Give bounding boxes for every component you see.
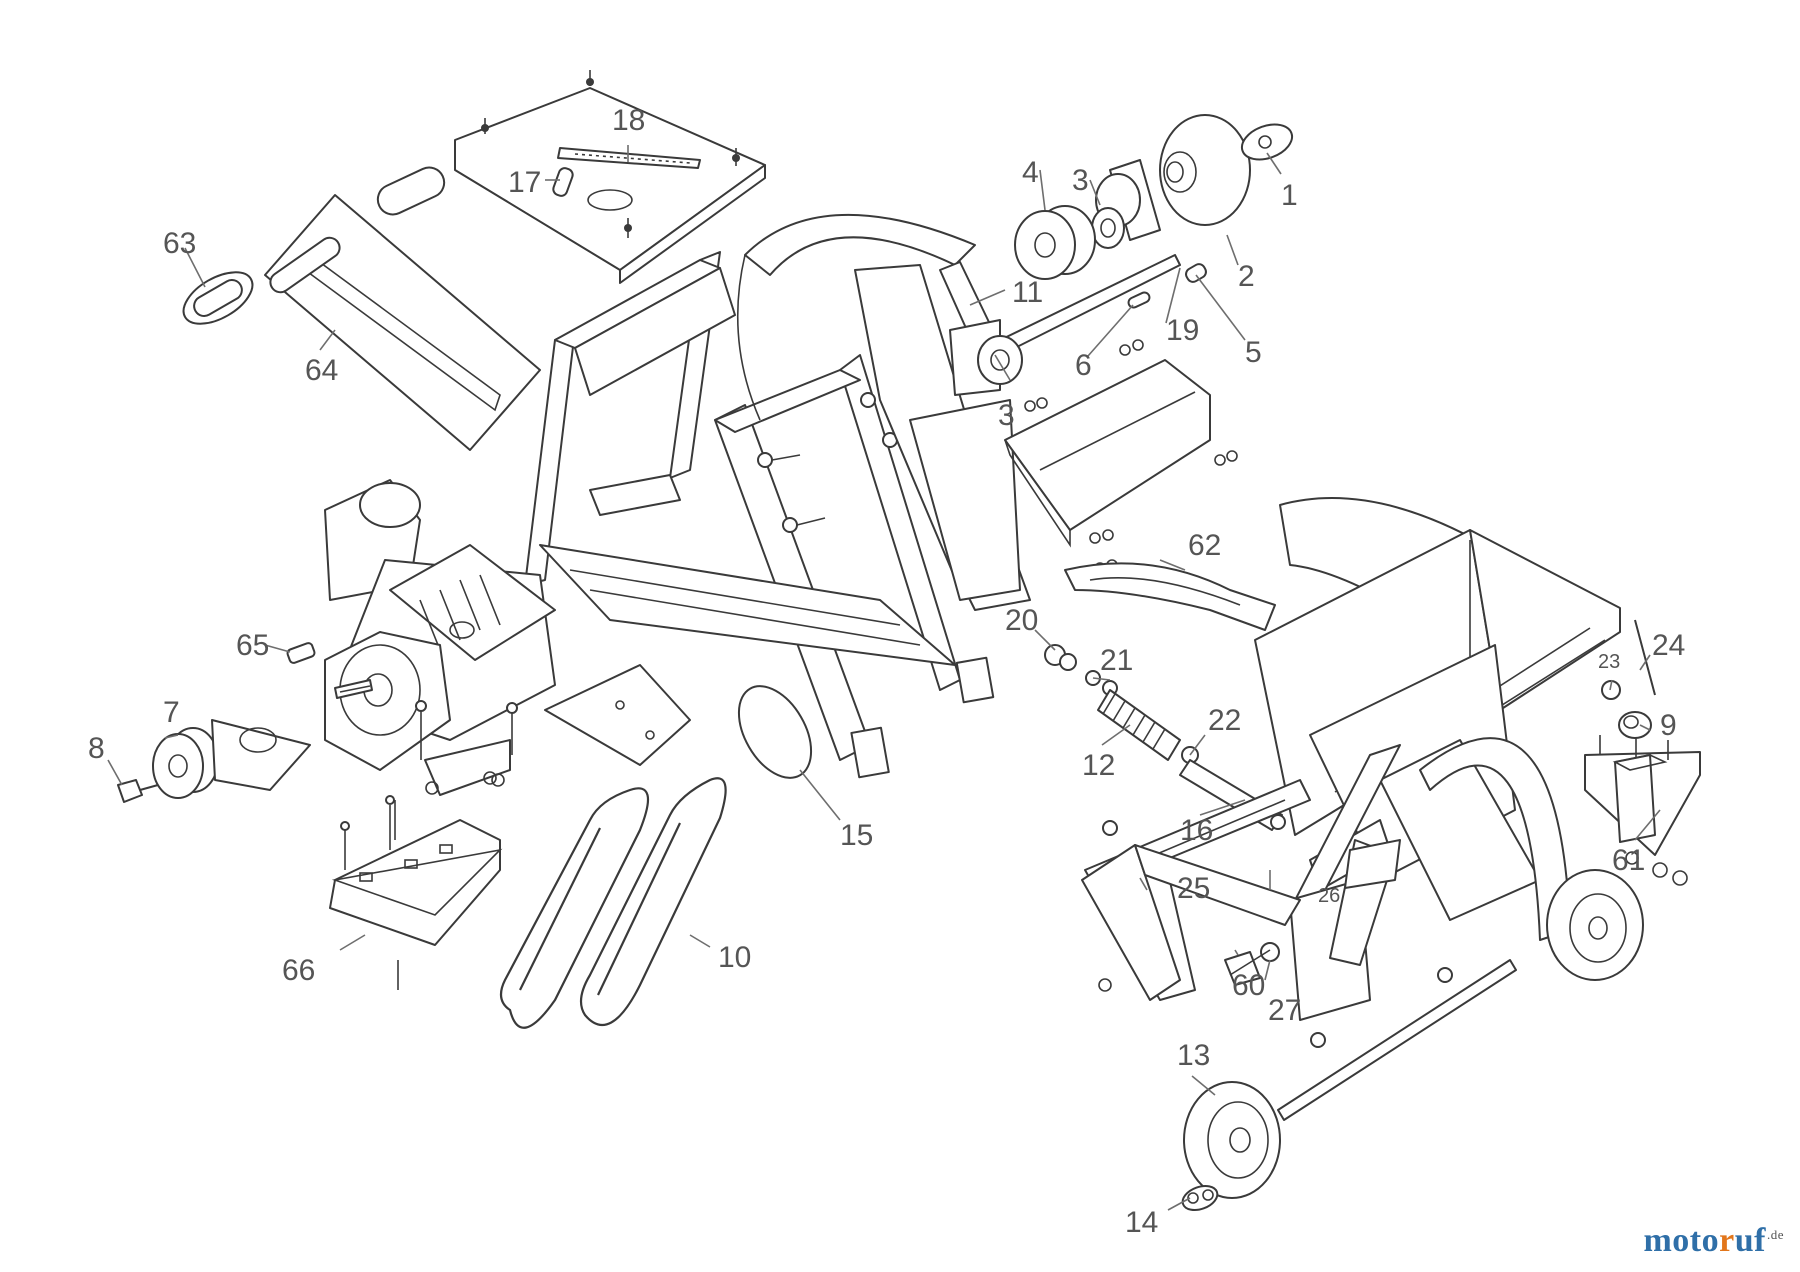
leader-lines — [107, 145, 1661, 1211]
watermark-suffix: .de — [1766, 1226, 1784, 1242]
callout-10: 10 — [718, 941, 751, 974]
frame-bolts — [757, 392, 926, 533]
callout-5: 5 — [1245, 336, 1262, 369]
spring-bracket — [1064, 562, 1276, 631]
callout-15: 15 — [840, 819, 873, 852]
upper-blade-guard — [736, 213, 976, 421]
callout-20: 20 — [1005, 604, 1038, 637]
motor-key — [286, 642, 316, 664]
callout-66: 66 — [282, 954, 315, 987]
callout-60: 60 — [1232, 969, 1265, 1002]
guard-bracket — [737, 685, 813, 779]
bearing — [1091, 207, 1125, 249]
callout-22: 22 — [1208, 704, 1241, 737]
watermark-part-3: uf — [1734, 1222, 1766, 1259]
tension-spring — [1097, 689, 1181, 761]
watermark-part-1: moto — [1643, 1222, 1720, 1259]
blade-flange — [1159, 114, 1251, 226]
table-screws — [481, 70, 740, 238]
support-box — [1584, 751, 1701, 886]
table-stop-rod — [1634, 619, 1656, 696]
callout-3-lower: 3 — [998, 399, 1015, 432]
callout-18: 18 — [612, 104, 645, 137]
callout-4: 4 — [1022, 156, 1039, 189]
callout-7: 7 — [163, 696, 180, 729]
shaft-washer — [1185, 263, 1207, 283]
callout-9: 9 — [1660, 709, 1677, 742]
wheel-rear — [1546, 869, 1644, 981]
axle — [1277, 959, 1517, 1121]
callout-27: 27 — [1268, 994, 1301, 1027]
pulley-disc-plate — [211, 719, 311, 791]
callout-1: 1 — [1281, 179, 1298, 212]
callout-3-upper: 3 — [1072, 164, 1089, 197]
watermark-logo: motoruf.de — [1643, 1222, 1784, 1260]
callout-19: 19 — [1166, 314, 1199, 347]
motor-mount-plate — [329, 819, 503, 946]
bracket-bolt — [1329, 839, 1401, 966]
v-belts — [499, 777, 727, 1029]
support-frame — [1081, 844, 1301, 1001]
table-slot-rail — [557, 147, 701, 169]
triangular-plate — [544, 664, 691, 766]
callout-25: 25 — [1177, 872, 1210, 905]
pulley-upper — [1014, 205, 1096, 280]
callout-63: 63 — [163, 227, 196, 260]
motor-housing — [324, 631, 451, 771]
handle-knob — [1618, 711, 1652, 739]
watermark-part-2: r — [1719, 1222, 1735, 1259]
callout-26: 26 — [1318, 885, 1340, 907]
callout-6: 6 — [1075, 349, 1092, 382]
table-roller — [376, 166, 446, 216]
motor-shaft — [334, 679, 373, 699]
callout-23: 23 — [1598, 651, 1620, 673]
box-screws — [1599, 735, 1669, 760]
callout-64: 64 — [305, 354, 338, 387]
axle-nuts — [1310, 967, 1453, 1048]
side-extension-table — [264, 194, 541, 451]
washer-small-1 — [1098, 820, 1118, 992]
wheel-front — [1183, 1081, 1281, 1199]
callout-17: 17 — [508, 166, 541, 199]
callout-12: 12 — [1082, 749, 1115, 782]
motor-pulley — [152, 727, 219, 799]
wheel-washer — [1181, 1184, 1219, 1212]
clamp-plate — [1224, 942, 1280, 986]
flange-nut — [1240, 123, 1294, 161]
motor-base — [424, 739, 511, 796]
callout-14: 14 — [1125, 1206, 1158, 1239]
motor-bolts — [394, 700, 518, 840]
callout-24: 24 — [1652, 629, 1685, 662]
callout-8: 8 — [88, 732, 105, 765]
mount-bolts — [340, 795, 399, 990]
callout-21: 21 — [1100, 644, 1133, 677]
callout-65: 65 — [236, 629, 269, 662]
grip-handle — [182, 271, 254, 325]
callout-16: 16 — [1180, 814, 1213, 847]
belt-guard-cover — [1004, 359, 1211, 548]
callout-2: 2 — [1238, 260, 1255, 293]
callout-13: 13 — [1177, 1039, 1210, 1072]
bearing-lower — [977, 335, 1023, 385]
callout-62: 62 — [1188, 529, 1221, 562]
table-top-plate — [454, 70, 766, 284]
callout-labels: 1 2 3 3 4 5 6 7 8 9 10 11 12 13 14 15 16… — [88, 104, 1685, 1239]
callout-61: 61 — [1612, 844, 1645, 877]
main-frame — [524, 251, 995, 779]
callout-11: 11 — [1012, 276, 1043, 309]
shaft-key — [1127, 291, 1151, 309]
spring-nut — [1044, 644, 1077, 671]
swing-arm — [854, 264, 1031, 611]
pulley-bolt — [117, 779, 159, 803]
